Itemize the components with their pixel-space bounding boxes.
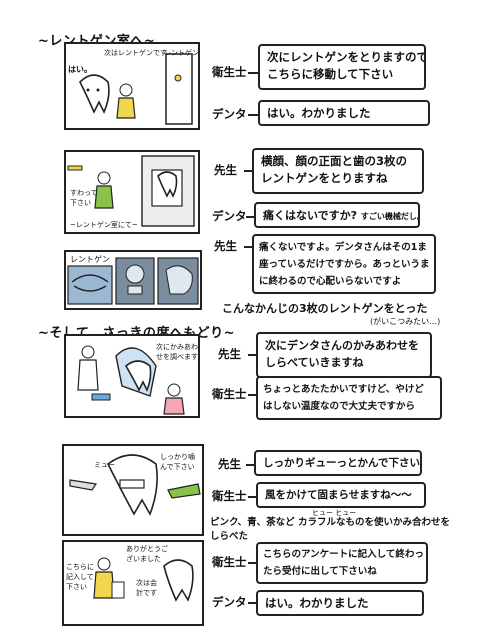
- dialogue-bubble: はい。わかりました: [258, 100, 430, 126]
- speaker-label: 衛生士: [212, 65, 247, 79]
- panel-1-bubble-left: はい。: [68, 65, 92, 74]
- questionnaire: [111, 581, 125, 599]
- dialogue-bubble: 次にレントゲンをとりますので こちらに移動して下さい: [258, 44, 426, 90]
- panel-1-door-sign: レントゲン室: [164, 49, 199, 57]
- bite-teeth: [119, 479, 145, 489]
- wind-sfx: ヒュー ヒュー: [312, 509, 357, 517]
- panel-2-bubble: すわって下さい: [70, 189, 98, 207]
- speaker-label: デンタ: [212, 107, 247, 121]
- panel-6-bubble-c: 次は会計です: [136, 579, 157, 597]
- dialogue-text: 痛くないですよ。デンタさんはその1ま 座っているだけですから。あっというま に終…: [259, 242, 430, 287]
- hygienist-body: [116, 97, 136, 119]
- denta-tooth-character: [79, 74, 110, 114]
- hand-sleeve: [167, 483, 201, 499]
- comic-panel-3-xray-films: レントゲン: [64, 250, 202, 310]
- colors-note: ピンク、青、茶など カラフルなものを使いかみ合わせを しらべた: [210, 517, 450, 542]
- panel-4-illustration: [77, 345, 185, 415]
- panel-1-bubble-right: 次はレントゲンです: [104, 49, 167, 57]
- xray-done-note: こんなかんじの3枚のレントゲンをとった: [222, 302, 428, 315]
- xray-panoramic: [67, 265, 113, 305]
- technician-body: [94, 185, 114, 209]
- hygienist-body: [93, 571, 115, 599]
- panel-4-bubble: 次にかみあわせを調べます: [156, 343, 198, 361]
- speaker-label: 先生: [218, 457, 241, 471]
- dialogue-bubble: 痛くはないですか? すごい機械だし。: [254, 202, 420, 228]
- dialogue-text: 風をかけて固まらせますね〜〜: [265, 489, 412, 501]
- dialogue-text: 横顔、顔の正面と歯の3枚の レントゲンをとりますね: [261, 154, 408, 185]
- dialogue-text: 次にレントゲンをとりますので こちらに移動して下さい: [267, 50, 426, 81]
- dialogue-text: はい。わかりました: [267, 106, 371, 120]
- dialogue-bubble: 横顔、顔の正面と歯の3枚の レントゲンをとりますね: [252, 148, 424, 194]
- comic-panel-5: しっかり噛んで下さい ミュー: [62, 444, 204, 536]
- panel-2-caption: ~レントゲン室にて~: [70, 221, 138, 229]
- comic-panel-6: こちらに記入して下さい ありがとうございました 次は会計です: [62, 540, 204, 626]
- speaker-label: 先生: [214, 239, 237, 253]
- speaker-label: 衛生士: [212, 555, 247, 569]
- air-syringe: [69, 479, 98, 491]
- comic-panel-1: はい。 次はレントゲンです レントゲン室: [64, 42, 200, 130]
- denta-in-machine: [157, 171, 178, 198]
- dialogue-text: 痛くはないですか?: [263, 209, 358, 222]
- panel-6-bubble-a: こちらに記入して下さい: [66, 563, 94, 591]
- comic-panel-4: 次にかみあわせを調べます: [64, 334, 200, 418]
- speaker-label: デンタ: [212, 595, 247, 609]
- panel-3-label: レントゲン: [70, 255, 110, 264]
- comic-panel-2: すわって下さい ~レントゲン室にて~: [64, 150, 200, 234]
- panel-2-illustration: [67, 155, 195, 227]
- dialogue-text: 次にデンタさんのかみあわせを しらべていきますね: [265, 339, 419, 369]
- dialogue-bubble: ちょっとあたたかいですけど、やけど はしない温度なので大丈夫ですから: [256, 376, 442, 420]
- panel-5-bubble: しっかり噛んで下さい: [160, 453, 195, 471]
- panel-5-sfx: ミュー: [94, 461, 115, 469]
- dialogue-bubble: しっかりギューっとかんで下さい: [254, 450, 422, 476]
- panel-3-illustration: [67, 257, 199, 305]
- xray-done-subnote: (がいこつみたい…): [370, 317, 441, 326]
- speaker-label: 衛生士: [212, 387, 247, 401]
- tray: [91, 393, 111, 401]
- speaker-label: 衛生士: [212, 489, 247, 503]
- light-fixture: [67, 165, 83, 171]
- panel-5-illustration: [69, 454, 201, 516]
- door-window: [174, 74, 182, 82]
- dialogue-bubble: 風をかけて固まらせますね〜〜: [256, 482, 426, 508]
- dentist-body: [77, 359, 99, 391]
- speaker-label: デンタ: [212, 209, 247, 223]
- dialogue-text: はい。わかりました: [265, 596, 369, 610]
- dentist-head: [81, 345, 95, 359]
- hygienist-head: [119, 83, 133, 97]
- denta-in-chair: [124, 360, 152, 392]
- technician-head: [97, 171, 111, 185]
- hygienist-head: [97, 557, 111, 571]
- dialogue-bubble: はい。わかりました: [256, 590, 424, 616]
- dialogue-bubble: 次にデンタさんのかみあわせを しらべていきますね: [256, 332, 432, 378]
- speaker-label: 先生: [218, 347, 241, 361]
- dialogue-bubble: こちらのアンケートに記入して終わっ たら受付に出して下さいね: [256, 542, 428, 584]
- panel-1-illustration: [79, 53, 193, 125]
- dialogue-text: ちょっとあたたかいですけど、やけど はしない温度なので大丈夫ですから: [263, 384, 424, 412]
- dialogue-text: しっかりギューっとかんで下さい: [263, 457, 420, 469]
- door-shape: [165, 53, 193, 125]
- dialogue-bubble: 痛くないですよ。デンタさんはその1ま 座っているだけですから。あっというま に終…: [252, 234, 436, 294]
- speaker-label: 先生: [214, 163, 237, 177]
- denta-character: [163, 559, 194, 602]
- dialogue-text: こちらのアンケートに記入して終わっ たら受付に出して下さいね: [263, 549, 424, 577]
- panel-6-illustration: [93, 557, 194, 602]
- hygienist-body: [163, 397, 185, 415]
- hygienist-head: [167, 383, 181, 397]
- dialogue-aside: すごい機械だし。: [360, 212, 420, 221]
- panel-6-bubble-b: ありがとうございました: [126, 545, 168, 563]
